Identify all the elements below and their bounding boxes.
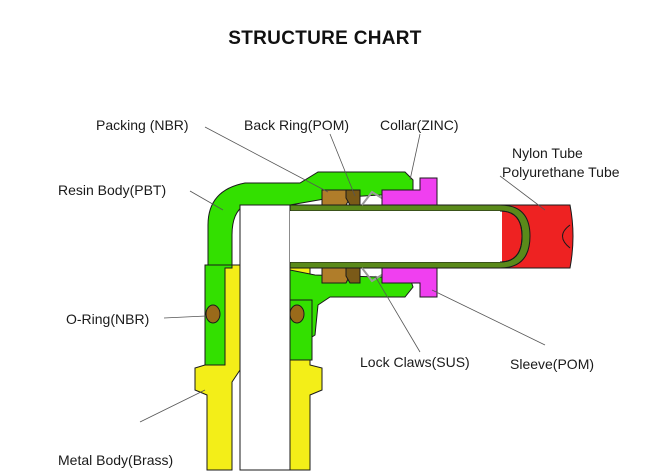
o-ring-left <box>205 304 221 324</box>
label-collar: Collar(ZINC) <box>380 117 459 133</box>
leader-lock-claws <box>374 275 421 353</box>
resin-body-elbow <box>207 171 414 269</box>
label-o-ring: O-Ring(NBR) <box>66 311 150 327</box>
leader-packing <box>204 126 329 193</box>
collar-upper <box>381 177 438 206</box>
collar-lower <box>381 267 438 298</box>
label-metal-body: Metal Body(Brass) <box>58 452 174 468</box>
label-back-ring: Back Ring(POM) <box>244 117 350 133</box>
label-resin-body: Resin Body(PBT) <box>58 182 167 198</box>
leader-tube <box>499 175 546 211</box>
leader-o-ring <box>163 315 207 319</box>
tube-outer-red-cut <box>562 224 571 249</box>
leader-sleeve <box>431 289 546 346</box>
lock-claws-upper <box>361 190 386 206</box>
label-nylon-tube: Nylon Tube <box>512 145 583 161</box>
back-ring-upper <box>345 189 361 206</box>
label-packing: Packing (NBR) <box>96 117 189 133</box>
leader-metal-body <box>139 389 206 423</box>
label-sleeve: Sleeve(POM) <box>510 356 595 372</box>
leader-back-ring <box>329 133 356 197</box>
central-bore <box>239 204 291 471</box>
chart-title: STRUCTURE CHART <box>228 28 422 49</box>
lock-claws-lower <box>361 267 386 283</box>
back-ring-lower <box>345 267 361 284</box>
leader-resin-body <box>189 190 224 211</box>
o-ring-right <box>289 304 305 324</box>
tube-bore <box>290 211 502 262</box>
label-lock-claws: Lock Claws(SUS) <box>360 354 470 370</box>
label-polyurethane-tube: Polyurethane Tube <box>502 164 620 180</box>
leader-collar <box>409 133 421 181</box>
